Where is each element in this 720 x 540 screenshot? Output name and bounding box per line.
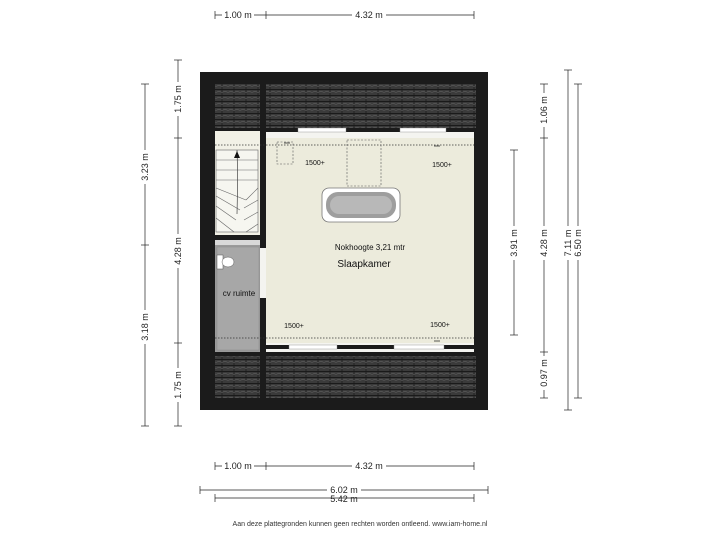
dim-left-outer-2: 3.18 m <box>140 313 150 341</box>
roof-tiles-top-right <box>266 84 476 128</box>
dim-right-2c: 0.97 m <box>539 359 549 387</box>
roof-tiles-top-left <box>215 84 260 128</box>
bottom-wall <box>266 345 474 349</box>
cv-room-label: cv ruimte <box>223 289 256 298</box>
divider-wall-2 <box>215 240 260 245</box>
headroom-label-bottom-right: 1500+ <box>430 322 450 329</box>
door-gap <box>260 248 266 298</box>
ridge-height-label: Nokhoogte 3,21 mtr <box>335 243 406 252</box>
dim-bottom-2: 4.32 m <box>355 461 383 471</box>
dim-right-3: 7.11 m <box>563 230 573 257</box>
stair-arrow-icon <box>234 151 240 158</box>
dim-left-inner-2: 4.28 m <box>173 237 183 265</box>
roof-tiles-bottom-left <box>215 356 260 398</box>
headroom-label-top-right: 1500+ <box>432 162 452 169</box>
window-top-2 <box>399 127 447 133</box>
skylight-outline-center <box>346 139 382 187</box>
roof-tiles-bottom-right <box>266 356 476 398</box>
dim-right-2a: 1.06 m <box>539 96 549 124</box>
dim-top-2: 4.32 m <box>355 10 383 20</box>
bedroom-floor <box>266 138 474 343</box>
headroom-label-bottom-left: 1500+ <box>284 323 304 330</box>
dim-right-2b: 4.28 m <box>539 229 549 257</box>
dim-right-1: 3.91 m <box>509 229 519 257</box>
dim-left-outer-1: 3.23 m <box>140 153 150 181</box>
dim-total-a: 6.02 m <box>330 485 358 495</box>
dim-bottom-1: 1.00 m <box>224 461 252 471</box>
headroom-label-top-left: 1500+ <box>305 160 325 167</box>
divider-wall <box>215 235 260 240</box>
dim-left-inner-3: 1.75 m <box>173 371 183 399</box>
dim-top-1: 1.00 m <box>224 10 252 20</box>
dim-total-b: 5.42 m <box>330 494 358 504</box>
bedroom-label: Slaapkamer <box>337 259 391 270</box>
disclaimer-footer: Aan deze plattegronden kunnen geen recht… <box>232 521 488 528</box>
dim-left-inner-1: 1.75 m <box>173 85 183 113</box>
staircase <box>215 149 259 233</box>
eave-strip-top <box>266 131 474 138</box>
skylight-outline-left <box>276 141 294 165</box>
bathtub-basin-inner <box>330 196 392 214</box>
top-wall <box>266 128 474 132</box>
interior-wall <box>260 128 266 358</box>
window-top-1 <box>297 127 347 133</box>
dim-right-4: 6.50 m <box>573 229 583 257</box>
window-bottom-2 <box>393 344 445 350</box>
window-bottom-1 <box>288 344 338 350</box>
toilet-icon <box>216 254 235 270</box>
